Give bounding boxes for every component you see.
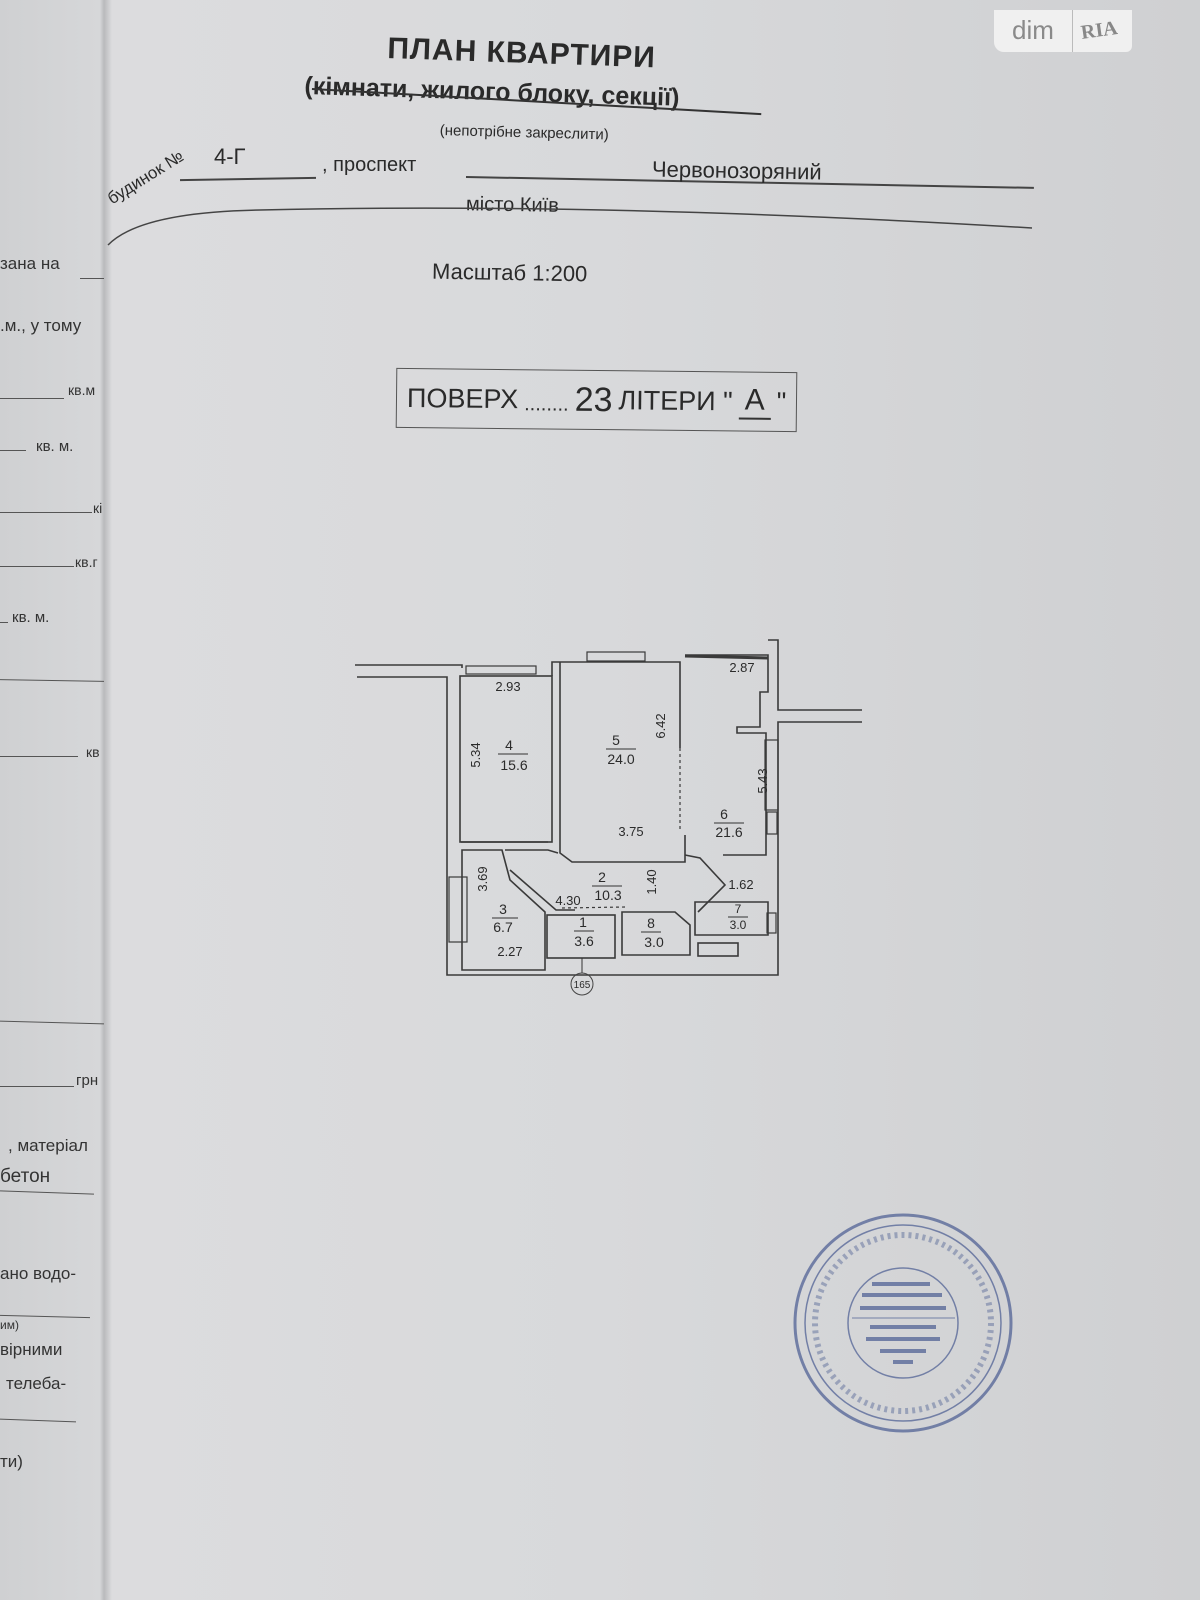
room-labels: 1 3.6 2 10.3 3 6.7 4 15.6 5 24.0 6 21.6 … [492,732,748,950]
room-2-area: 10.3 [594,887,621,903]
windows [448,651,779,943]
margin-text: , матеріал [8,1136,88,1155]
city-underline [107,207,1033,246]
room-5-number: 5 [612,732,620,748]
room-8-number: 8 [647,915,655,931]
official-stamp [793,1213,1013,1433]
margin-text: кі [93,500,103,516]
dimension: 2.93 [495,679,520,694]
room-3-number: 3 [499,901,507,917]
dimension: 5.43 [755,768,770,793]
dimension-labels: 2.93 2.87 6.42 5.34 5.43 3.75 3.69 1.40 … [468,660,770,959]
margin-text: грн [76,1072,99,1089]
margin-text: кв.м [68,382,96,398]
dimension: 3.69 [475,866,490,891]
dimension: 4.30 [555,893,580,908]
room-4-area: 15.6 [500,757,527,773]
dimension: 5.34 [468,742,483,767]
street-type: , проспект [322,154,417,176]
room-7-area: 3.0 [730,918,747,932]
room-3-area: 6.7 [493,919,513,935]
room-5-area: 24.0 [607,751,634,767]
dimension: 1.62 [728,877,753,892]
margin-text: ти) [0,1452,23,1471]
room-7-number: 7 [735,902,742,916]
dimension: 1.40 [644,869,659,894]
room-6-number: 6 [720,806,728,822]
margin-text: кв. м. [36,438,74,455]
room-4-number: 4 [505,737,513,753]
margin-text: бетон [0,1166,51,1187]
margin-text: кв.г [75,554,98,570]
watermark-dim: dim [994,10,1073,52]
margin-text: зана на [0,254,60,273]
margin-text: ано водо- [0,1264,76,1283]
dimension: 2.87 [729,660,754,675]
entrance-marker: 165 [570,958,594,996]
dimension: 3.75 [618,824,643,839]
dimension: 6.42 [653,713,668,738]
margin-text: вірними [0,1340,63,1359]
room-6-area: 21.6 [715,824,742,840]
svg-text:165: 165 [574,980,591,991]
watermark-logo: dim RIA [994,10,1132,52]
dimension: 2.27 [497,944,522,959]
room-1-area: 3.6 [574,933,594,949]
margin-text: кв [86,744,100,760]
room-2-number: 2 [598,869,606,885]
margin-text: кв. м. [12,609,50,626]
building-number: 4-Г [214,144,246,169]
walls [355,639,862,976]
room-1-number: 1 [579,914,587,930]
margin-text: телеба- [6,1374,67,1393]
margin-text: .м., у тому [0,316,82,335]
room-8-area: 3.0 [644,934,664,950]
margin-text: им) [0,1318,19,1332]
